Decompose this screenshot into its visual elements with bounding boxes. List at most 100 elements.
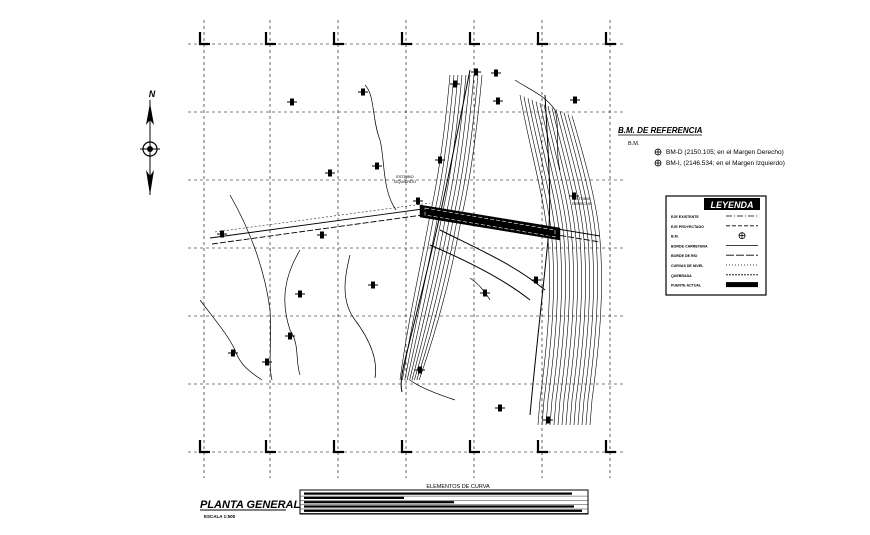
callout-right-line-2: DERECHO xyxy=(572,201,592,206)
grid-tick-top xyxy=(400,32,412,46)
plan-title: PLANTA GENERAL xyxy=(200,499,301,511)
north-arrow-head-icon xyxy=(146,103,154,125)
grid-tick-bottom xyxy=(536,440,548,454)
grid-corner-ticks xyxy=(198,32,616,454)
contour-line-left xyxy=(406,74,463,381)
curve-table-bar xyxy=(304,496,404,499)
curve-table-bar xyxy=(304,492,572,495)
callout-left-line-1: ESTRIBO xyxy=(396,174,414,179)
legend-title-bg xyxy=(704,198,760,210)
plan-title-block: PLANTA GENERAL ESCALA 1:500 xyxy=(200,499,301,519)
survey-marker-post xyxy=(483,289,487,297)
contour-line xyxy=(535,101,566,426)
contour-line xyxy=(563,112,594,426)
legend-label: BORDE DE RIO xyxy=(671,254,698,258)
callout-right: ESTRIBO DERECHO xyxy=(572,196,592,206)
north-arrow: N xyxy=(140,89,160,195)
contour-lines xyxy=(519,94,602,426)
legend-label: EJE EXISTENTE xyxy=(671,215,699,219)
legend-label: B.M. xyxy=(671,235,679,239)
coordinate-grid xyxy=(188,20,626,478)
survey-marker-post xyxy=(418,366,422,374)
bm-title: B.M. DE REFERENCIA xyxy=(618,126,703,135)
bm-subtitle: B.M. xyxy=(628,141,640,147)
contour-line xyxy=(555,109,586,426)
legend-label: PUENTE ACTUAL xyxy=(671,284,702,288)
survey-marker-post xyxy=(494,69,498,77)
bm-icon xyxy=(654,159,662,167)
legend-label: BORDE CARRETERA xyxy=(671,244,708,248)
contour-line xyxy=(571,115,602,426)
terrain-lines xyxy=(199,79,561,401)
legend-label: CURVAS DE NIVEL xyxy=(671,264,704,268)
bm-icon xyxy=(654,148,662,156)
survey-marker-post xyxy=(290,98,294,106)
legend-rows: EJE EXISTENTE EJE PROYECTADO B.M. BORDE CAR… xyxy=(671,215,758,288)
survey-marker-post xyxy=(573,96,577,104)
grid-tick-bottom xyxy=(468,440,480,454)
curve-table-bar xyxy=(304,509,582,512)
contour-line xyxy=(527,98,558,426)
survey-marker-post xyxy=(474,68,478,76)
curve-table-rows xyxy=(300,492,588,514)
contour-line xyxy=(519,94,550,426)
curve-elements-table: ELEMENTOS DE CURVA xyxy=(299,484,589,515)
bm-reference: B.M. DE REFERENCIA B.M. BM-D (2150.105; … xyxy=(618,126,785,167)
survey-marker-post xyxy=(375,162,379,170)
contour-line-left xyxy=(399,74,451,381)
legend-hatch-symbol xyxy=(726,282,758,288)
grid-tick-top xyxy=(604,32,616,46)
contour-line xyxy=(539,102,570,426)
curve-table-bar xyxy=(304,505,574,508)
contour-line xyxy=(547,106,578,426)
survey-marker-post xyxy=(320,231,324,239)
grid-tick-bottom xyxy=(264,440,276,454)
contour-line xyxy=(523,96,554,426)
survey-marker-post xyxy=(498,404,502,412)
plan-scale: ESCALA 1:500 xyxy=(204,514,236,519)
survey-markers xyxy=(217,68,580,424)
grid-tick-bottom xyxy=(198,440,210,454)
survey-marker-post xyxy=(416,197,420,205)
road-axis xyxy=(209,202,601,245)
north-label: N xyxy=(149,89,156,99)
contour-line xyxy=(543,104,574,426)
contour-line xyxy=(567,114,598,426)
contour-line xyxy=(551,107,582,426)
contour-line-left xyxy=(418,74,483,381)
survey-marker-post xyxy=(265,358,269,366)
grid-tick-top xyxy=(536,32,548,46)
legend-label: QUEBRADA xyxy=(671,274,692,278)
grid-tick-bottom xyxy=(332,440,344,454)
survey-marker-post xyxy=(298,290,302,298)
survey-marker-post xyxy=(572,192,576,200)
bridge-structure xyxy=(419,204,561,241)
grid-tick-bottom xyxy=(400,440,412,454)
survey-marker-post xyxy=(438,156,442,164)
grid-tick-top xyxy=(332,32,344,46)
river-banks xyxy=(400,69,551,416)
survey-marker-post xyxy=(496,97,500,105)
survey-marker-post xyxy=(288,332,292,340)
legend-label: EJE PROYECTADO xyxy=(671,225,704,229)
legend-title: LEYENDA xyxy=(710,200,753,210)
contour-lines-left xyxy=(399,74,483,381)
contour-line-left xyxy=(402,74,455,381)
survey-marker-post xyxy=(220,230,224,238)
legend-bm-icon-cross xyxy=(739,232,745,239)
curve-table-title: ELEMENTOS DE CURVA xyxy=(426,484,490,490)
callout-right-line-1: ESTRIBO xyxy=(573,196,591,201)
survey-marker-post xyxy=(371,281,375,289)
survey-marker-post xyxy=(328,169,332,177)
survey-marker-post xyxy=(546,416,550,424)
legend-box: LEYENDA EJE EXISTENTE EJE PROYECTADO B.M. B… xyxy=(665,195,767,296)
grid-tick-top xyxy=(198,32,210,46)
bm-item-2: BM-I, (2146.534; en el Margen Izquierdo) xyxy=(666,160,785,167)
survey-marker-post xyxy=(453,80,457,88)
survey-marker-post xyxy=(361,88,365,96)
callout-left-line-2: IZQUIERDO xyxy=(394,179,416,184)
survey-marker-post xyxy=(231,349,235,357)
curve-table-bar xyxy=(304,501,454,504)
grid-tick-top xyxy=(264,32,276,46)
